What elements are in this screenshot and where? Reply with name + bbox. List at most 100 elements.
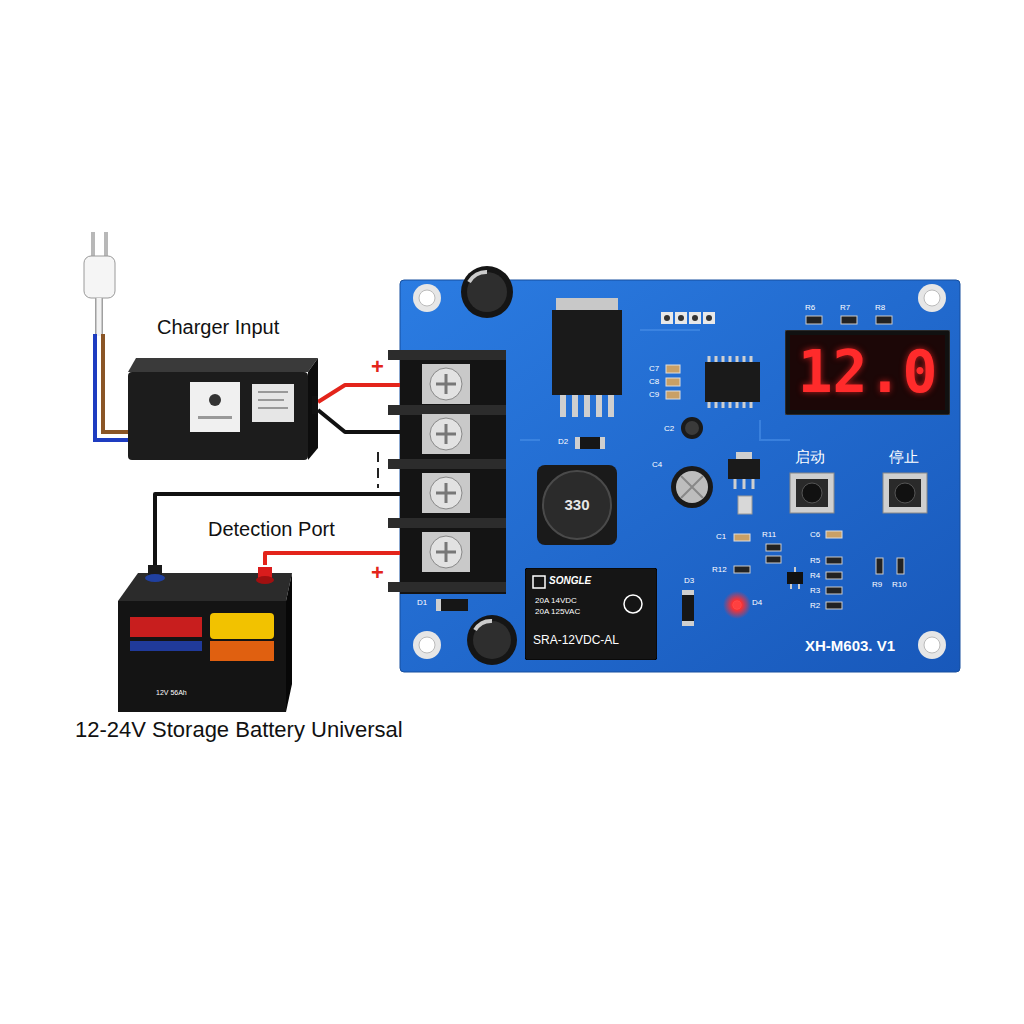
node-text: 12-24V Storage Battery Universal <box>75 717 403 742</box>
mount-hole <box>419 290 435 306</box>
header-pad <box>661 312 673 324</box>
polarity-label-wrap: + <box>371 560 384 585</box>
header-pad <box>689 312 701 324</box>
part-label: D1 <box>417 598 427 607</box>
terminal-ridge <box>388 459 506 469</box>
part-label-wrap: R12 <box>712 565 727 574</box>
chip-pin <box>608 395 614 417</box>
smd-capacitor <box>666 378 680 386</box>
chip-pin <box>596 395 602 417</box>
mount-hole <box>918 631 946 659</box>
battery-post-ring <box>256 576 274 584</box>
cable-relief <box>312 396 318 414</box>
chip-pin <box>735 479 753 489</box>
part-label: R4 <box>810 571 820 580</box>
terminal-clamp <box>422 473 470 513</box>
chip-pin <box>709 356 751 408</box>
plug-prong <box>104 232 108 258</box>
wire <box>265 553 415 565</box>
regulator-chip <box>728 459 760 479</box>
diode-end <box>682 621 694 626</box>
polarity-mark <box>377 452 379 488</box>
terminal-clamp <box>422 414 470 454</box>
part-label: R3 <box>810 586 820 595</box>
part-label: R7 <box>840 303 850 312</box>
node-text: 12.0 <box>798 339 938 406</box>
screw-slot <box>436 483 456 503</box>
pcb-board <box>400 280 960 672</box>
regulator-chip <box>552 310 622 395</box>
capacitor-vent <box>681 476 703 498</box>
diode-end <box>682 590 694 595</box>
charger-sticker <box>190 382 240 432</box>
plug-body <box>84 256 115 298</box>
screw-slot <box>436 542 456 562</box>
part-label-wrap: R8 <box>875 303 885 312</box>
part-label: 停止 <box>889 449 919 466</box>
regulator-tab <box>556 298 618 312</box>
part-label-wrap: R7 <box>840 303 850 312</box>
part-label: R10 <box>892 580 907 589</box>
inductor-core <box>543 471 611 539</box>
battery-badge <box>210 641 274 661</box>
battery-side <box>286 573 292 712</box>
part-label-wrap: 启动 <box>795 449 825 466</box>
part-label-wrap: R5 <box>810 556 820 565</box>
capacitor-stripe <box>469 272 487 282</box>
part-label-wrap: R9 <box>872 580 882 589</box>
screw-slot <box>436 424 456 444</box>
part-label-wrap: C1 <box>716 532 726 541</box>
capacitor <box>681 417 703 439</box>
part-label-wrap: C9 <box>649 390 659 399</box>
button-base <box>889 479 921 507</box>
capacitor-top <box>685 421 699 435</box>
capacitor <box>671 466 713 508</box>
part-label-wrap: R6 <box>805 303 815 312</box>
mains-cord <box>95 298 103 336</box>
charger-sticker <box>252 384 294 422</box>
diode-end <box>436 599 441 611</box>
led-glow <box>723 591 751 619</box>
smd-part <box>826 602 842 609</box>
node-text-wrap: SRA-12VDC-AL <box>533 634 619 648</box>
part-label-wrap: C8 <box>649 377 659 386</box>
polarity-label: + <box>371 354 384 379</box>
terminal-ridge <box>388 582 506 592</box>
terminal-screw <box>430 477 462 509</box>
sticker-line <box>258 392 288 408</box>
battery-front <box>118 601 286 712</box>
mount-hole <box>924 290 940 306</box>
mount-hole <box>413 631 441 659</box>
part-label-wrap: C7 <box>649 364 659 373</box>
terminal-clamp <box>422 364 470 404</box>
relay-body <box>525 568 657 660</box>
part-label: D4 <box>752 598 762 607</box>
capacitor-top <box>473 621 511 659</box>
diode <box>436 599 468 611</box>
component-node: 330 <box>537 465 617 545</box>
terminal-body <box>400 350 506 594</box>
part-label: R12 <box>712 565 727 574</box>
part-label: D3 <box>684 576 694 585</box>
part-label: R8 <box>875 303 885 312</box>
polarity-label: + <box>371 560 384 585</box>
mount-hole <box>419 637 435 653</box>
charger-side <box>308 358 318 460</box>
header-hole <box>706 315 712 321</box>
part-label: R5 <box>810 556 820 565</box>
component-node: 12V 56Ah12-24V Storage Battery Universal <box>118 565 292 712</box>
smd-part <box>738 496 752 514</box>
part-label: R2 <box>810 601 820 610</box>
part-label-wrap: R11 <box>762 530 776 539</box>
part-label-wrap: 停止 <box>889 449 919 466</box>
relay-logo <box>533 576 545 588</box>
chip-pin <box>560 395 566 417</box>
smd-part <box>876 316 892 324</box>
smd-part <box>734 566 750 573</box>
smd-part <box>897 558 904 574</box>
battery-top <box>118 573 292 601</box>
smd-part <box>826 572 842 579</box>
smd-part <box>826 531 842 538</box>
